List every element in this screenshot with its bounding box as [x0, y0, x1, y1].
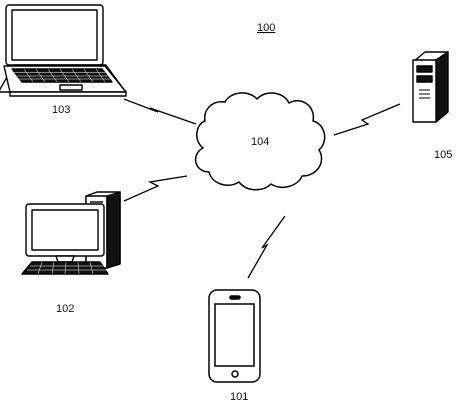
laptop-label: 103	[52, 104, 70, 116]
wireless-link-laptop	[123, 98, 197, 125]
wireless-link-server	[333, 103, 401, 136]
cloud-icon	[194, 92, 326, 191]
laptop-icon	[0, 4, 127, 97]
server-label: 105	[434, 149, 452, 161]
wireless-link-desktop	[123, 175, 188, 202]
server-tower-icon	[412, 51, 449, 123]
wireless-link-phone	[247, 215, 286, 279]
smartphone-icon	[208, 289, 261, 383]
network-label: 104	[251, 136, 269, 148]
figure-ref-label: 100	[257, 22, 275, 34]
desktop-label: 102	[56, 303, 74, 315]
desktop-computer-icon	[21, 191, 121, 275]
phone-label: 101	[230, 391, 248, 403]
